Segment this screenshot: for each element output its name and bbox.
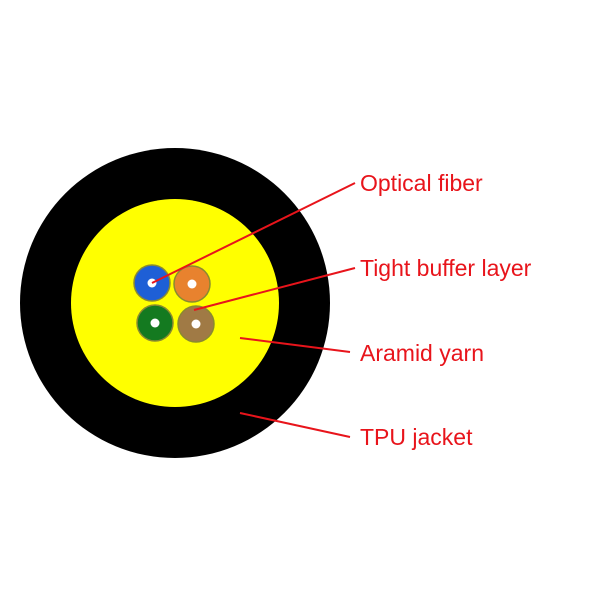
fiber-brown: [177, 305, 215, 343]
leader-aramid: [239, 337, 351, 353]
leader-optical-fiber: [151, 182, 356, 284]
label-tight-buffer: Tight buffer layer: [360, 255, 532, 281]
leader-tight-buffer: [193, 267, 356, 311]
aramid-yarn: [71, 199, 279, 407]
label-tpu-jacket: TPU jacket: [360, 424, 473, 450]
leader-tpu: [239, 412, 351, 438]
label-optical-fiber: Optical fiber: [360, 170, 483, 196]
fiber-green: [136, 304, 174, 342]
label-aramid-yarn: Aramid yarn: [360, 340, 484, 366]
fiber-orange: [173, 265, 211, 303]
